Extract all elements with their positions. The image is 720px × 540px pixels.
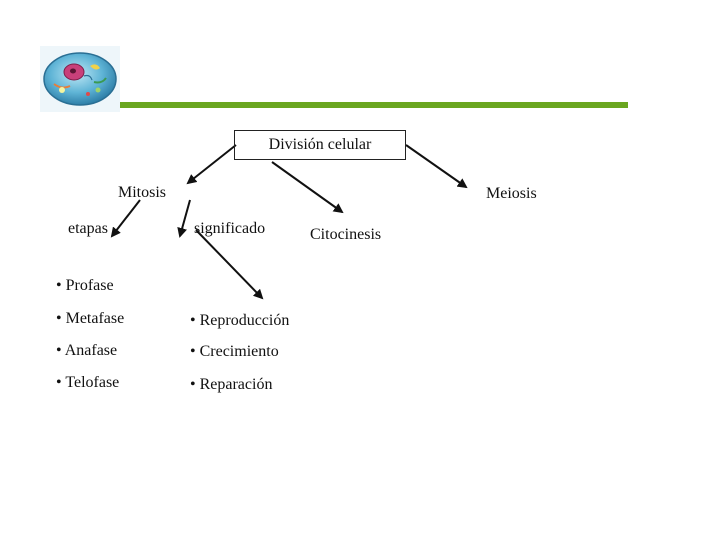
arrow-to-citocinesis [271,161,344,214]
etapas-label: etapas [68,220,108,237]
etapa-item: • Metafase [56,310,125,327]
arrow-to-list [195,229,264,300]
significado-item: • Reproducción [190,312,290,329]
arrow-to-etapas [110,199,141,238]
etapa-item: • Telofase [56,374,120,391]
root-label: División celular [268,136,372,153]
etapa-item: • Anafase [56,342,118,359]
significado-item: • Crecimiento [190,343,279,360]
root-node: División celular [234,130,406,160]
arrow-to-significado [177,199,191,238]
meiosis-label: Meiosis [486,185,537,202]
significado-item: • Reparación [190,376,273,393]
arrow-to-mitosis [186,144,237,185]
arrow-to-meiosis [405,144,468,189]
mitosis-label: Mitosis [118,184,167,201]
header-rule [120,102,628,108]
citocinesis-label: Citocinesis [310,226,382,243]
significado-label: significado [194,220,266,237]
etapa-item: • Profase [56,277,114,294]
animal-cell-icon [40,46,120,112]
